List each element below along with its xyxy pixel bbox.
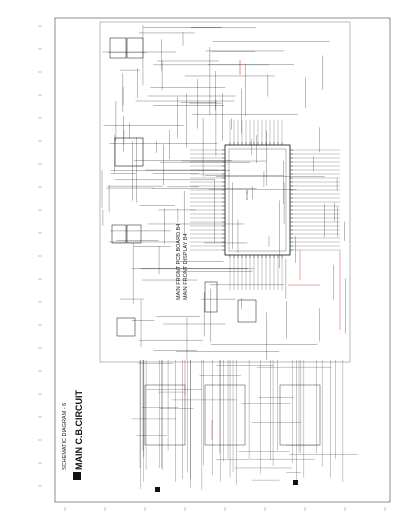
marker-square-1 bbox=[155, 487, 160, 492]
ic-block-1 bbox=[114, 137, 144, 167]
sheet-title: MAIN C.B.CIRCUIT bbox=[74, 390, 84, 470]
ic-block-5 bbox=[204, 281, 257, 323]
connector-cn3 bbox=[279, 384, 321, 446]
circuit-boundary bbox=[99, 21, 351, 363]
note-2: MAIN FRONT DISPLAY B4 bbox=[183, 233, 189, 300]
wires bbox=[101, 24, 358, 490]
grid-bottom-markers bbox=[64, 507, 386, 511]
ic-block-2 bbox=[109, 37, 144, 59]
title-icon bbox=[73, 472, 81, 480]
ic-block-3 bbox=[111, 224, 142, 244]
sheet-subtitle: SCHEMATIC DIAGRAM - 6 bbox=[62, 403, 68, 470]
main-ic: IC1001 bbox=[224, 144, 291, 256]
grid-left-markers bbox=[38, 25, 42, 487]
marker-square-2 bbox=[293, 480, 298, 485]
highlighted-nets bbox=[184, 60, 341, 440]
connector-cn1 bbox=[144, 384, 186, 446]
note-1: MAIN FRONT PCB BOARD B4 bbox=[176, 224, 182, 300]
ic-block-4 bbox=[116, 317, 136, 337]
connector-cn2 bbox=[204, 384, 246, 446]
ic-pins bbox=[222, 142, 293, 258]
svg-text:IC1001: IC1001 bbox=[245, 189, 249, 200]
sheet-frame bbox=[54, 17, 391, 503]
